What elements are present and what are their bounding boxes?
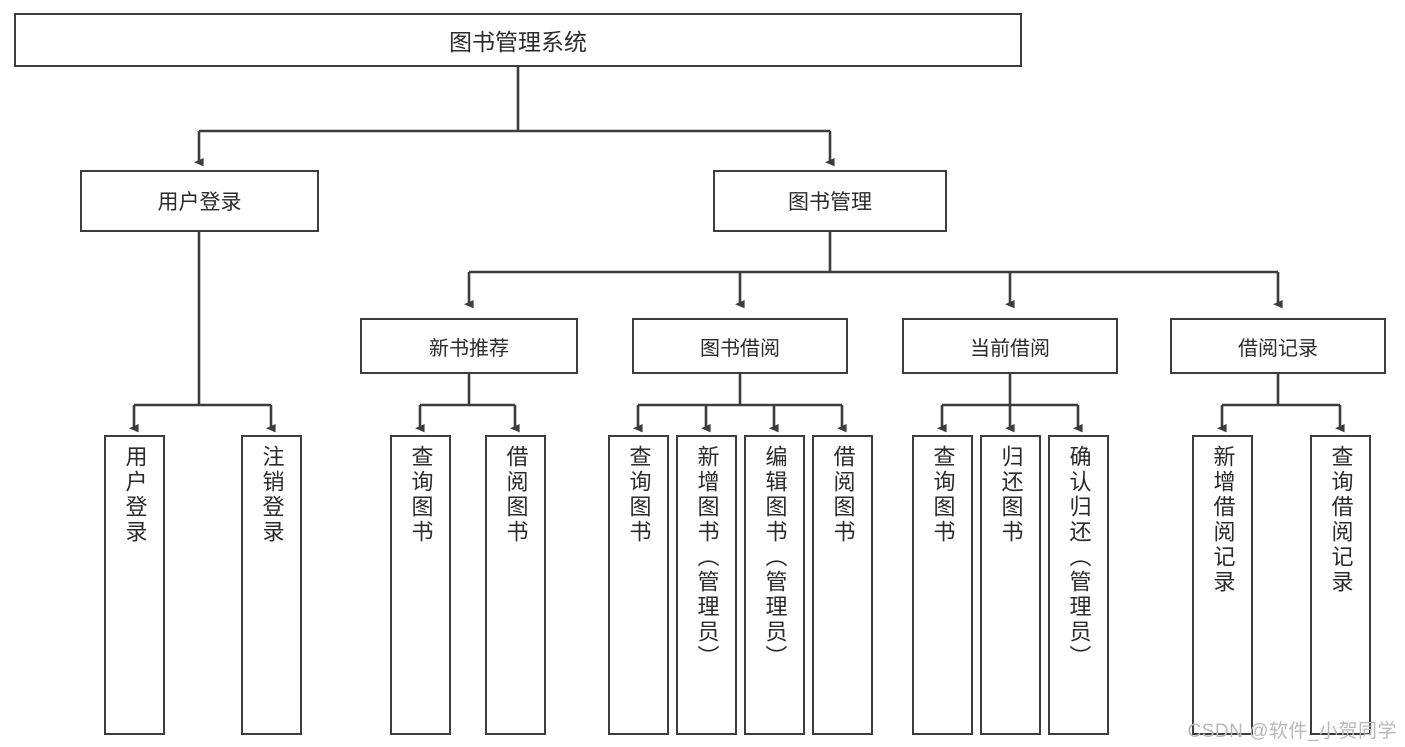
- node-book-borrow[interactable]: 图书借阅: [632, 318, 848, 374]
- node-user-login[interactable]: 用户登录: [80, 170, 319, 232]
- leaf-query-record[interactable]: 查询借阅记录: [1310, 435, 1371, 735]
- node-current-borrow-label: 当前借阅: [970, 337, 1050, 360]
- node-book-manage-label: 图书管理: [788, 191, 872, 214]
- node-user-login-label: 用户登录: [157, 191, 242, 214]
- leaf-query-book-1-label: 查询图书: [408, 445, 434, 545]
- node-book-borrow-label: 图书借阅: [700, 337, 780, 360]
- leaf-add-record-label: 新增借阅记录: [1210, 445, 1236, 595]
- leaf-confirm-return[interactable]: 确认归还（管理员）: [1048, 435, 1109, 735]
- leaf-confirm-return-label: 确认归还（管理员）: [1066, 445, 1092, 670]
- leaf-return-book-label: 归还图书: [998, 445, 1024, 545]
- leaf-add-book[interactable]: 新增图书（管理员）: [676, 435, 737, 735]
- leaf-add-book-label: 新增图书（管理员）: [694, 445, 720, 670]
- leaf-borrow-book-1-label: 借阅图书: [503, 445, 529, 545]
- leaf-edit-book[interactable]: 编辑图书（管理员）: [744, 435, 805, 735]
- node-current-borrow[interactable]: 当前借阅: [902, 318, 1118, 374]
- leaf-query-book-2[interactable]: 查询图书: [608, 435, 669, 735]
- node-borrow-record-label: 借阅记录: [1238, 337, 1318, 360]
- leaf-borrow-book-2[interactable]: 借阅图书: [812, 435, 873, 735]
- node-root-label: 图书管理系统: [449, 29, 587, 55]
- leaf-borrow-book-2-label: 借阅图书: [830, 445, 856, 545]
- leaf-query-book-1[interactable]: 查询图书: [390, 435, 451, 735]
- node-borrow-record[interactable]: 借阅记录: [1170, 318, 1386, 374]
- node-book-manage[interactable]: 图书管理: [713, 170, 947, 232]
- leaf-user-login[interactable]: 用户登录: [104, 435, 165, 735]
- leaf-query-book-2-label: 查询图书: [626, 445, 652, 545]
- leaf-edit-book-label: 编辑图书（管理员）: [762, 445, 788, 670]
- watermark: CSDN @软件_小贺同学: [1187, 721, 1397, 742]
- leaf-query-book-3-label: 查询图书: [930, 445, 956, 545]
- node-root[interactable]: 图书管理系统: [14, 13, 1022, 67]
- node-new-book-recommend[interactable]: 新书推荐: [360, 318, 578, 374]
- leaf-user-logout[interactable]: 注销登录: [241, 435, 302, 735]
- node-new-book-recommend-label: 新书推荐: [429, 337, 509, 360]
- leaf-query-book-3[interactable]: 查询图书: [912, 435, 973, 735]
- leaf-user-logout-label: 注销登录: [259, 445, 285, 545]
- leaf-user-login-label: 用户登录: [122, 445, 148, 545]
- leaf-add-record[interactable]: 新增借阅记录: [1192, 435, 1253, 735]
- leaf-query-record-label: 查询借阅记录: [1328, 445, 1354, 595]
- leaf-return-book[interactable]: 归还图书: [980, 435, 1041, 735]
- leaf-borrow-book-1[interactable]: 借阅图书: [485, 435, 546, 735]
